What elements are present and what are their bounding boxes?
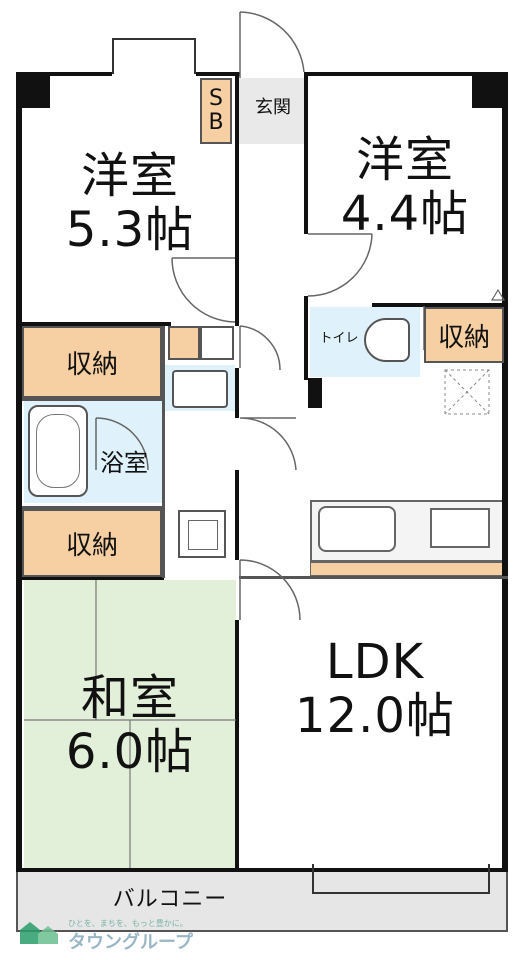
room-japanese-size: 6.0帖 — [65, 723, 195, 780]
wall-h-storage1-bottom — [22, 398, 164, 401]
outer-wall-left — [16, 72, 22, 872]
wall-v-center-bottom — [235, 620, 239, 870]
stove-icon — [430, 508, 490, 548]
utility-box — [168, 326, 200, 360]
bathtub-inner-icon — [36, 414, 80, 488]
room-western-1: 洋室 5.3帖 — [30, 148, 230, 258]
wall-h-western2-bottom — [372, 303, 508, 307]
wall-v-right-rooms — [304, 72, 308, 234]
outer-wall-top-right — [304, 72, 508, 76]
logo-tagline: ひとを、まちを、もっと豊かに。 — [68, 919, 188, 928]
room-entrance-name: 玄関 — [255, 97, 291, 118]
sb-bottom: B — [208, 110, 224, 135]
wall-h-western1-bottom — [16, 322, 171, 326]
logo-name: タウングループ — [68, 932, 193, 953]
room-toilet-name: トイレ — [319, 331, 359, 346]
wall-h-bath-bottom — [22, 506, 164, 509]
room-balcony: バルコニー — [70, 887, 270, 913]
window-top-left — [112, 38, 196, 74]
room-toilet: トイレ — [312, 331, 366, 347]
sb-top: S — [209, 85, 223, 111]
western2-door — [307, 233, 373, 297]
wall-v-right-rooms-2 — [304, 296, 308, 380]
outer-wall-bottom — [16, 868, 508, 872]
outer-wall-top-mid — [196, 72, 240, 76]
room-bath-name: 浴室 — [100, 449, 148, 477]
outer-wall-right — [502, 72, 508, 872]
bathtub-icon — [28, 405, 88, 497]
window-balcony — [312, 864, 490, 894]
japanese-room-door — [239, 559, 301, 621]
washing-machine-icon — [178, 510, 226, 558]
wall-v-center-lower2 — [235, 470, 239, 560]
entrance-door — [239, 11, 305, 78]
room-bath: 浴室 — [86, 450, 162, 477]
toilet-icon — [364, 318, 410, 362]
pillar-top-left — [20, 76, 50, 108]
room-ldk-name: LDK — [325, 634, 425, 690]
logo-mark-icon — [20, 922, 58, 944]
western1-door — [171, 257, 236, 323]
room-western-1-size: 5.3帖 — [65, 201, 195, 258]
balcony-outer-line — [16, 930, 508, 932]
hallway-door — [239, 417, 297, 471]
pillar-mid — [308, 378, 322, 408]
room-ldk-size: 12.0帖 — [295, 687, 455, 744]
wall-v-center-lower — [235, 368, 239, 418]
room-balcony-name: バルコニー — [112, 887, 228, 912]
balcony-floor — [18, 870, 506, 932]
company-logo: ひとを、まちを、もっと豊かに。 タウングループ — [16, 912, 236, 956]
storage-1-label: 収納 — [65, 349, 118, 380]
pillar-top-right — [472, 76, 504, 108]
balcony-right-line — [506, 872, 508, 932]
washroom-door — [239, 325, 281, 371]
room-western-2-size: 4.4帖 — [340, 185, 470, 242]
shoe-box: S B — [200, 78, 232, 144]
room-entrance: 玄関 — [242, 97, 304, 118]
balcony-left-line — [16, 872, 18, 932]
storage-3-label: 収納 — [437, 322, 490, 353]
room-western-2: 洋室 4.4帖 — [310, 132, 500, 242]
room-ldk: LDK 12.0帖 — [250, 634, 500, 744]
washbasin-icon — [172, 370, 228, 408]
room-western-2-name: 洋室 — [355, 132, 454, 188]
wall-h-japanese-top — [22, 576, 164, 580]
room-western-1-name: 洋室 — [80, 148, 179, 204]
room-japanese: 和室 6.0帖 — [24, 670, 236, 780]
kitchen-sink-icon — [318, 506, 396, 552]
storage-2-label: 収納 — [65, 530, 118, 561]
utility-box-2 — [200, 326, 234, 360]
outer-wall-top-left — [16, 72, 112, 76]
bath-door — [95, 417, 149, 471]
storage-2: 収納 — [22, 509, 162, 577]
wall-v-center — [235, 76, 239, 326]
wall-v-bath-right — [162, 326, 165, 578]
entrance-floor — [238, 78, 308, 144]
storage-1: 収納 — [22, 326, 162, 398]
storage-3: 収納 — [424, 307, 504, 363]
wall-h-kitchen-top — [239, 576, 508, 579]
room-japanese-name: 和室 — [80, 670, 179, 726]
